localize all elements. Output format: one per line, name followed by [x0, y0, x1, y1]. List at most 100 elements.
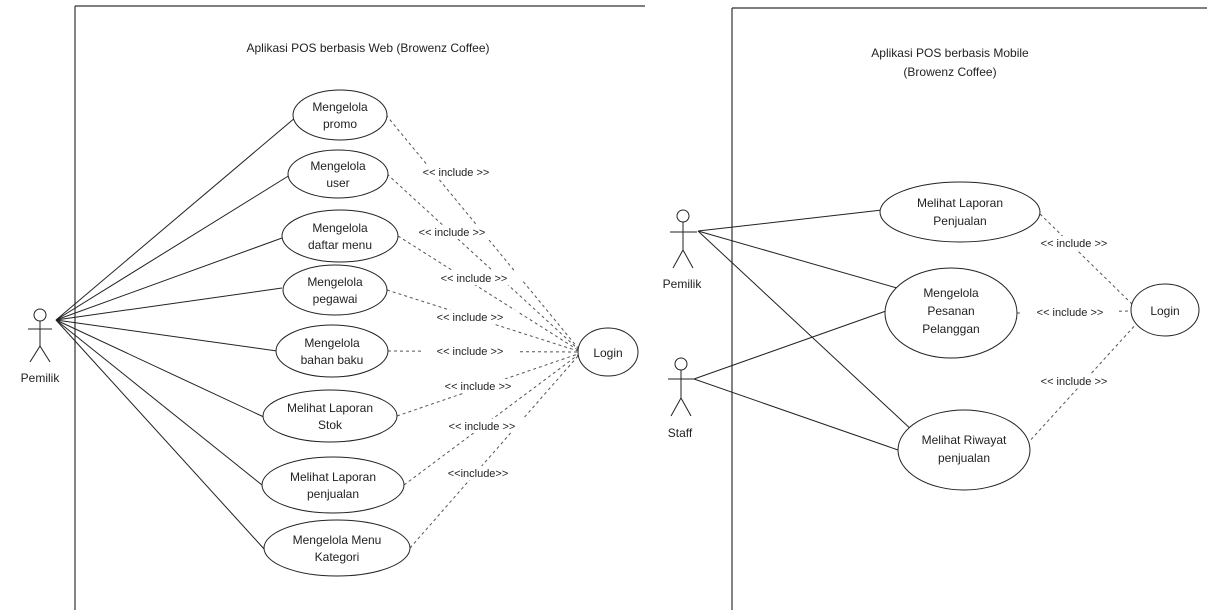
web-use-case-promo: Mengelola promo — [292, 89, 388, 141]
use-case-ellipse — [287, 149, 389, 199]
actor-figure-icon — [670, 209, 697, 269]
web-actor-pemilik: Pemilik — [21, 308, 60, 385]
label-bg — [404, 225, 500, 239]
web-include-label: << include >> — [445, 381, 512, 393]
web-assoc-user — [55, 174, 291, 321]
mobile-system-title: (Browenz Coffee) — [903, 65, 996, 79]
web-assoc-pegawai — [55, 287, 283, 321]
web-use-case-pegawai: Mengelola pegawai — [282, 264, 388, 316]
web-use-case-daftar-menu: Mengelola daftar menu — [281, 209, 399, 263]
actor-label: Pemilik — [663, 277, 703, 291]
use-case-label: Pelanggan — [922, 322, 979, 336]
use-case-label: penjualan — [938, 451, 990, 465]
mobile-include-labels: << include >> << include >> << include >… — [1022, 236, 1122, 388]
web-include-label: << include >> — [449, 421, 516, 433]
use-case-ellipse — [884, 267, 1018, 359]
use-case-label: Penjualan — [933, 214, 986, 228]
web-login-use-case: Login — [577, 327, 639, 377]
web-include-label: << include >> — [423, 167, 490, 179]
mobile-include-label: << include >> — [1041, 238, 1108, 250]
mobile-assoc-pemilik-laporan — [697, 209, 883, 232]
use-case-label: Mengelola — [310, 159, 366, 173]
web-include-label: << include >> — [419, 227, 486, 239]
web-use-case-laporan-penjualan: Melihat Laporan penjualan — [261, 456, 405, 514]
mobile-include-label: << include >> — [1041, 376, 1108, 388]
mobile-include-line — [1039, 213, 1134, 306]
label-bg — [422, 344, 518, 358]
web-use-case-menu-kategori: Mengelola Menu Kategori — [263, 519, 411, 577]
use-case-label: Stok — [318, 418, 343, 432]
mobile-associations — [693, 209, 915, 451]
web-assoc-laporan-penjualan — [55, 319, 263, 486]
use-case-label: bahan baku — [301, 353, 364, 367]
web-use-case-bahan-baku: Mengelola bahan baku — [275, 324, 389, 378]
use-case-ellipse — [261, 456, 405, 514]
use-case-ellipse — [281, 209, 399, 263]
mobile-system-boundary — [731, 7, 1207, 610]
actor-label: Staff — [668, 426, 693, 440]
use-case-label: penjualan — [307, 487, 359, 501]
label-bg — [1026, 374, 1122, 388]
use-case-label: Pesanan — [927, 304, 974, 318]
use-case-ellipse — [282, 264, 388, 316]
use-case-label: user — [326, 176, 349, 190]
use-case-label: Melihat Laporan — [287, 401, 373, 415]
use-case-label: Mengelola — [304, 336, 360, 350]
mobile-system-title: Aplikasi POS berbasis Mobile — [871, 46, 1029, 60]
web-assoc-laporan-stok — [55, 319, 267, 419]
web-assoc-bahan-baku — [55, 319, 278, 352]
use-case-label: Melihat Laporan — [290, 470, 376, 484]
label-bg — [1026, 236, 1122, 250]
web-include-label: << include >> — [441, 273, 508, 285]
mobile-login-use-case: Login — [1130, 283, 1200, 337]
mobile-system: Aplikasi POS berbasis Mobile (Browenz Co… — [663, 7, 1207, 610]
web-system: Aplikasi POS berbasis Web (Browenz Coffe… — [21, 5, 645, 610]
web-include-labels: << include >> << include >> << include >… — [404, 165, 530, 480]
use-case-ellipse — [263, 519, 411, 577]
use-case-label: Login — [593, 346, 622, 360]
label-bg — [434, 419, 530, 433]
web-associations — [55, 116, 297, 551]
mobile-actor-pemilik: Pemilik — [663, 209, 703, 291]
web-include-line — [386, 173, 579, 350]
web-assoc-promo — [55, 116, 297, 321]
use-case-label: Mengelola — [312, 221, 368, 235]
use-case-label: Mengelola — [307, 275, 363, 289]
use-case-label: pegawai — [313, 292, 358, 306]
actor-figure-icon — [668, 357, 694, 417]
label-bg — [416, 165, 498, 179]
web-use-case-user: Mengelola user — [287, 149, 389, 199]
label-bg — [422, 310, 518, 324]
web-include-line — [397, 235, 579, 351]
web-include-lines — [385, 114, 579, 549]
web-include-label: << include >> — [437, 346, 504, 358]
web-include-line — [409, 355, 579, 549]
mobile-use-case-riwayat-penjualan: Melihat Riwayat penjualan — [897, 409, 1031, 491]
label-bg — [1022, 305, 1118, 319]
mobile-assoc-pemilik-pesanan — [697, 230, 898, 289]
use-case-label: daftar menu — [308, 238, 372, 252]
mobile-include-label: << include >> — [1037, 307, 1104, 319]
web-include-line — [387, 350, 579, 353]
use-case-label: promo — [323, 117, 357, 131]
mobile-assoc-staff-pesanan — [693, 310, 887, 380]
use-case-ellipse — [879, 181, 1041, 243]
use-case-label: Mengelola Menu — [293, 533, 382, 547]
use-case-ellipse — [1130, 283, 1200, 337]
web-assoc-menu-kategori — [55, 319, 266, 551]
label-bg — [426, 271, 522, 285]
actor-figure-icon — [28, 308, 52, 363]
web-include-line — [396, 353, 579, 417]
use-case-ellipse — [897, 409, 1031, 491]
mobile-assoc-pemilik-riwayat — [697, 230, 915, 433]
mobile-actor-staff: Staff — [668, 357, 694, 440]
web-include-label: << include >> — [437, 312, 504, 324]
use-case-label: Mengelola — [312, 100, 368, 114]
use-case-ellipse — [275, 324, 389, 378]
use-case-label: Melihat Laporan — [917, 196, 1003, 210]
use-case-label: Login — [1150, 304, 1179, 318]
label-bg — [430, 379, 526, 393]
use-case-ellipse — [577, 327, 639, 377]
label-bg — [434, 466, 522, 480]
